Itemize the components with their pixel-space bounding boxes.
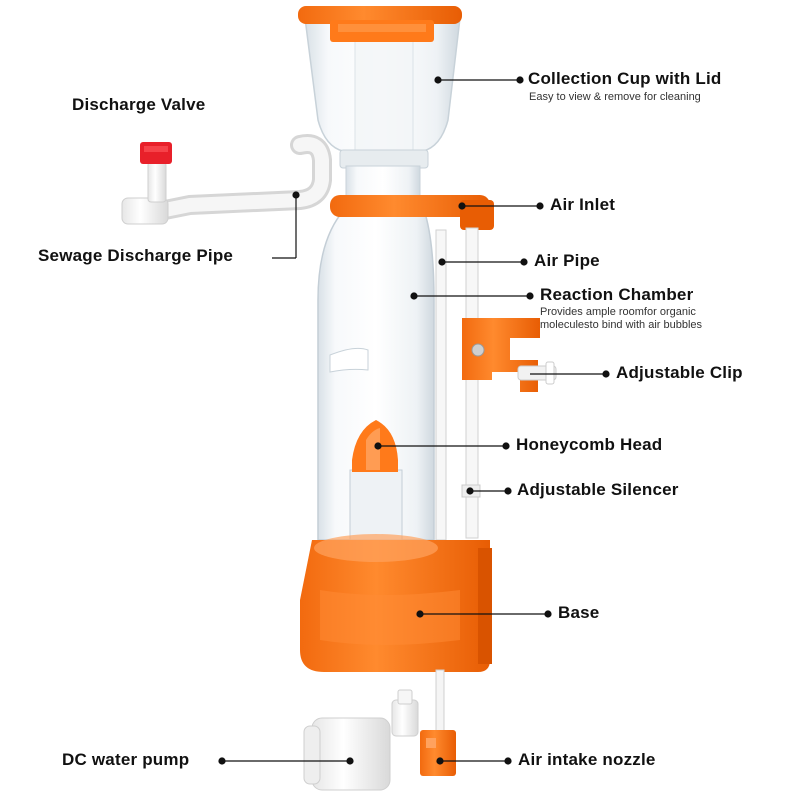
label-sewage-discharge-pipe: Sewage Discharge Pipe (38, 246, 234, 265)
label-dc-water-pump: DC water pump (62, 750, 190, 769)
air-intake-nozzle (420, 730, 456, 776)
label-collection-cup: Collection Cup with Lid (528, 69, 722, 88)
air-inlet-collar (330, 195, 494, 230)
air-intake-tube (435, 669, 445, 733)
label-reaction-chamber: Reaction Chamber (540, 285, 694, 304)
sewage-discharge-pipe (121, 134, 332, 225)
cup-neck (345, 165, 421, 197)
label-base: Base (558, 603, 600, 622)
label-air-intake-nozzle: Air intake nozzle (518, 750, 656, 769)
discharge-valve (140, 142, 172, 203)
label-air-pipe: Air Pipe (534, 251, 600, 270)
label-reaction-chamber-description-2: moleculesto bind with air bubbles (540, 319, 703, 331)
base (300, 534, 492, 672)
leader-lines (218, 76, 610, 765)
label-air-inlet: Air Inlet (550, 195, 616, 214)
label-reaction-chamber-description-1: Provides ample roomfor organic (540, 306, 696, 318)
label-honeycomb-head: Honeycomb Head (516, 435, 663, 454)
label-adjustable-clip: Adjustable Clip (616, 363, 743, 382)
reaction-chamber (317, 209, 435, 541)
collection-cup (298, 6, 462, 169)
label-collection-cup-description: Easy to view & remove for cleaning (529, 91, 701, 103)
adjustable-clip (462, 318, 557, 392)
dc-water-pump (303, 689, 419, 791)
label-discharge-valve: Discharge Valve (72, 95, 206, 114)
air-pipe (435, 227, 481, 541)
label-adjustable-silencer: Adjustable Silencer (517, 480, 679, 499)
